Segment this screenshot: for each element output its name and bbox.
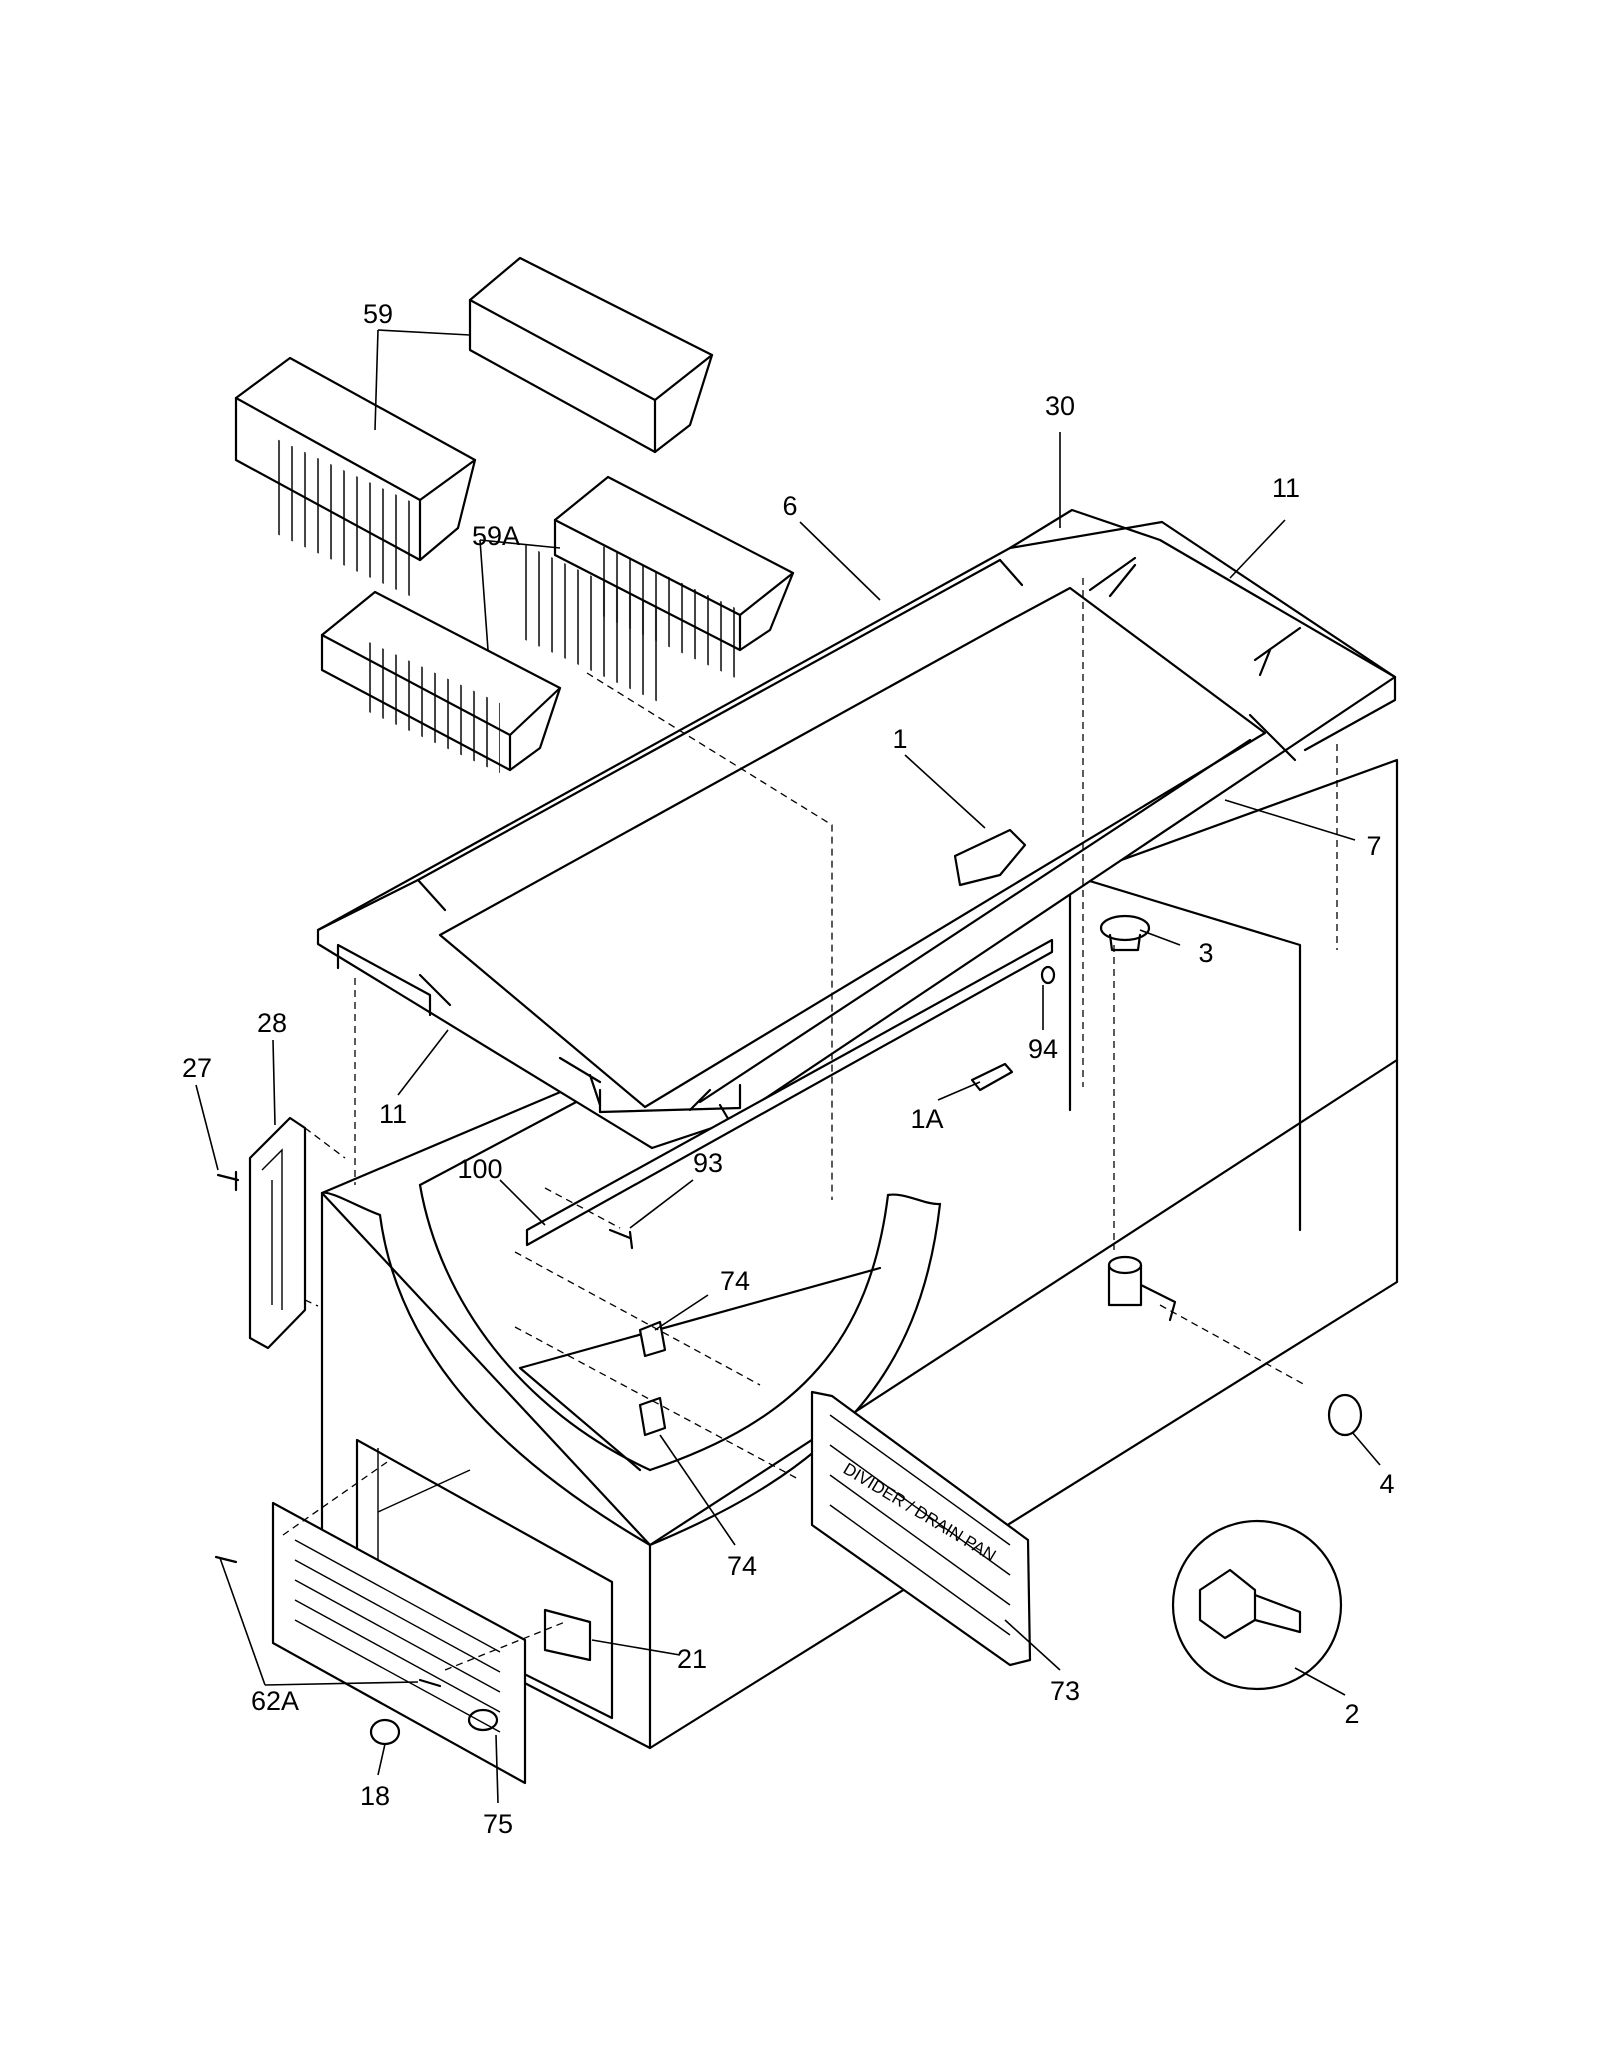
callout-27: 27 bbox=[182, 1053, 212, 1083]
callout-4: 4 bbox=[1379, 1469, 1394, 1499]
callout-59: 59 bbox=[363, 299, 393, 329]
clip-part-1a bbox=[970, 1062, 1014, 1092]
freezer-cabinet bbox=[320, 758, 1399, 1750]
callout-74-upper: 74 bbox=[720, 1266, 750, 1296]
drain-fitting bbox=[1107, 1255, 1177, 1322]
alignment-lines bbox=[282, 578, 1338, 1671]
basket-59a-lower bbox=[320, 590, 562, 774]
screws-part-62a bbox=[214, 1555, 442, 1688]
callout-28: 28 bbox=[257, 1008, 287, 1038]
callout-3: 3 bbox=[1198, 938, 1213, 968]
callout-21: 21 bbox=[677, 1644, 707, 1674]
bracket-part-74-lower bbox=[638, 1396, 667, 1437]
callout-74-lower: 74 bbox=[727, 1551, 757, 1581]
callout-7: 7 bbox=[1366, 831, 1381, 861]
drain-connector-detail-2 bbox=[1171, 1519, 1343, 1691]
ring-part-94 bbox=[1040, 965, 1056, 985]
callout-11-top: 11 bbox=[1272, 473, 1300, 503]
callout-93: 93 bbox=[693, 1148, 723, 1178]
basket-59a-upper bbox=[553, 475, 795, 681]
callout-100: 100 bbox=[457, 1154, 502, 1184]
callout-94: 94 bbox=[1028, 1034, 1058, 1064]
switch-part-21 bbox=[543, 1608, 592, 1662]
grille-part-75 bbox=[271, 1501, 527, 1785]
callout-18: 18 bbox=[360, 1781, 390, 1811]
screw-part-27 bbox=[216, 1170, 240, 1192]
callout-59a: 59A bbox=[472, 521, 520, 551]
plug-part-4 bbox=[1327, 1393, 1363, 1437]
leader-lines bbox=[195, 329, 1381, 1804]
basket-59-lower bbox=[234, 356, 477, 597]
callout-62a: 62A bbox=[251, 1686, 299, 1716]
callout-labels: 59 59A 30 11 6 1 7 3 94 1A 28 27 11 100 … bbox=[182, 299, 1395, 1839]
callout-6: 6 bbox=[782, 491, 797, 521]
callout-73: 73 bbox=[1050, 1676, 1080, 1706]
drain-pan-part-73: DIVIDER / DRAIN PAN bbox=[810, 1390, 1032, 1667]
callout-75: 75 bbox=[483, 1809, 513, 1839]
callout-30: 30 bbox=[1045, 391, 1075, 421]
lamp-part-1 bbox=[953, 828, 1027, 887]
gasket-frame bbox=[316, 508, 1397, 1150]
knob-part-18 bbox=[369, 1718, 401, 1746]
callout-11-left: 11 bbox=[379, 1099, 407, 1129]
callout-2: 2 bbox=[1344, 1699, 1359, 1729]
screw-part-93 bbox=[608, 1228, 634, 1250]
plug-part-3 bbox=[1099, 914, 1151, 952]
callout-1: 1 bbox=[892, 724, 907, 754]
bracket-part-74-upper bbox=[638, 1320, 667, 1358]
basket-59-upper bbox=[468, 256, 714, 703]
channel-part-100 bbox=[525, 938, 1054, 1247]
callout-1a: 1A bbox=[910, 1104, 943, 1134]
hinge-part-28 bbox=[248, 1116, 307, 1350]
